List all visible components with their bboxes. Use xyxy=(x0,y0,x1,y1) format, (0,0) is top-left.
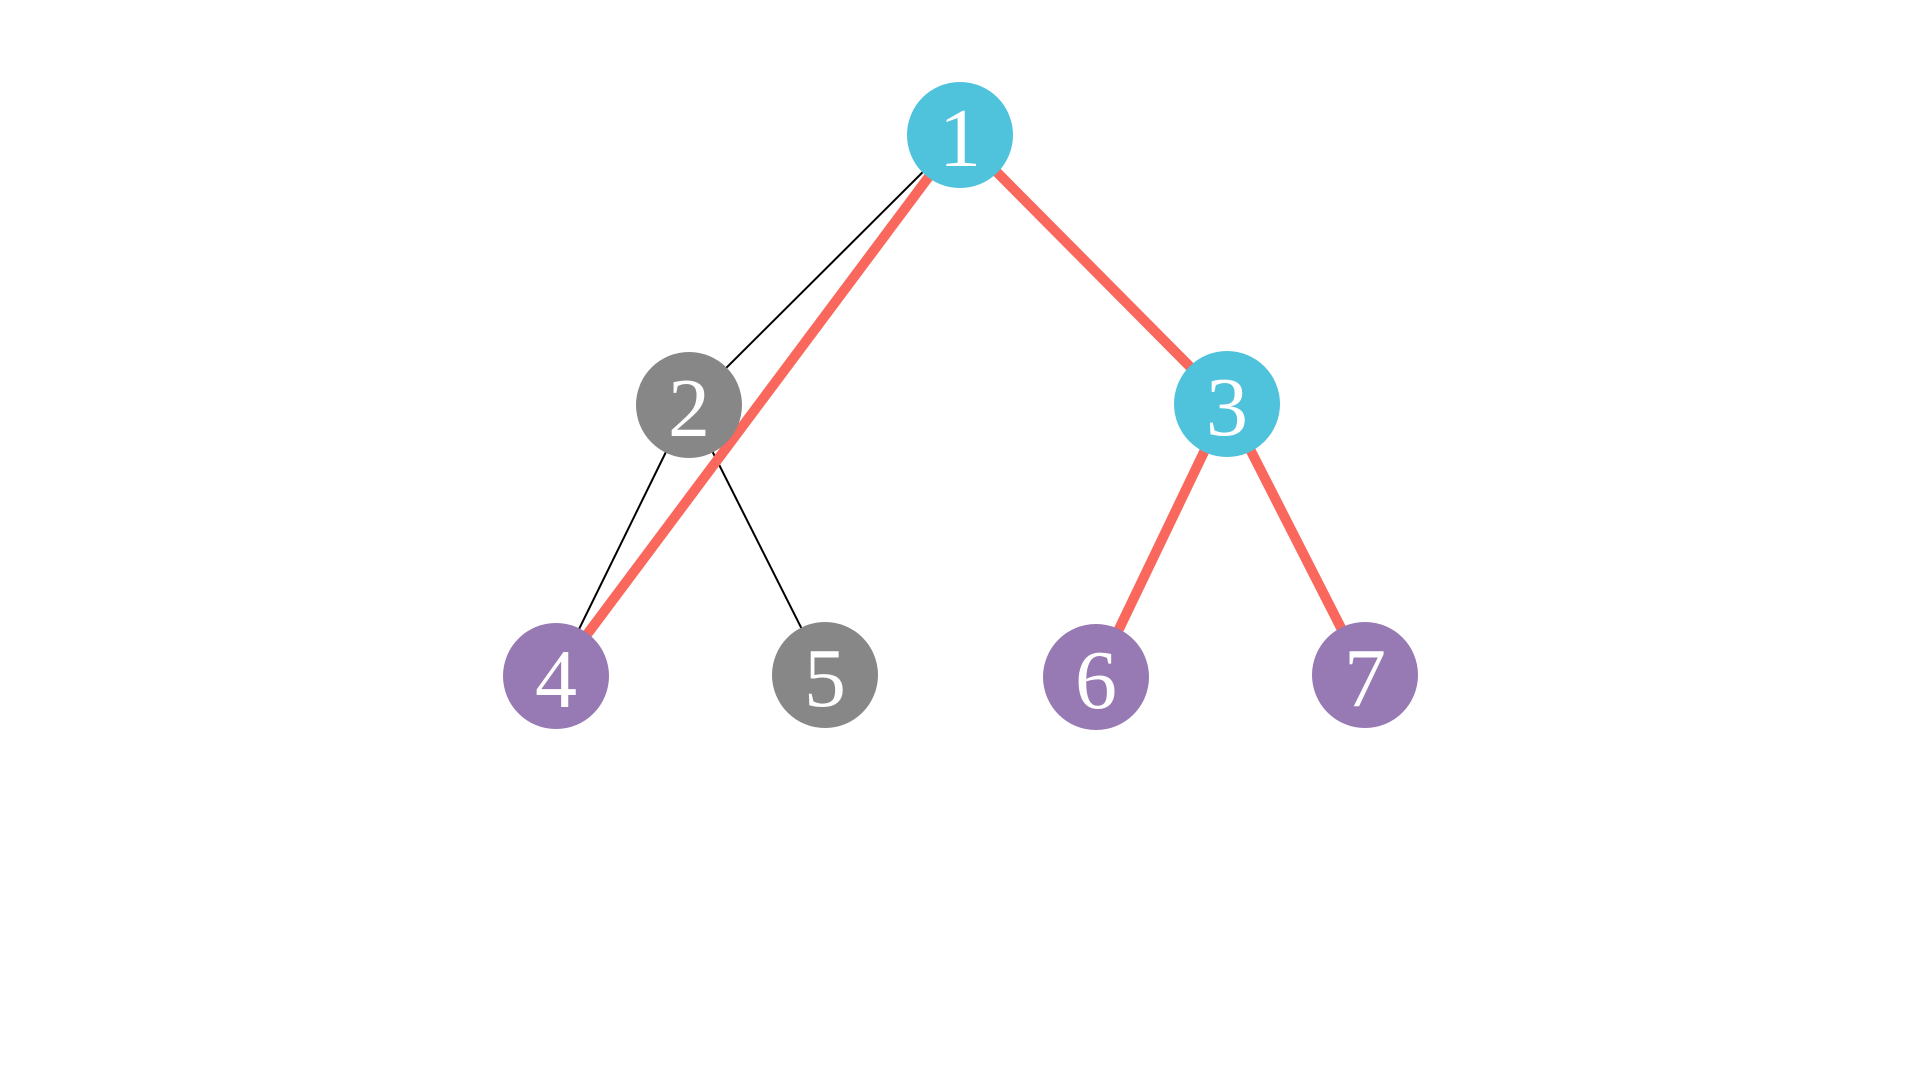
tree-node-2[interactable] xyxy=(636,352,742,458)
tree-node-7[interactable] xyxy=(1312,622,1418,728)
tree-node-3[interactable] xyxy=(1174,351,1280,457)
tree-node-6[interactable] xyxy=(1043,624,1149,730)
tree-node-1[interactable] xyxy=(907,82,1013,188)
edge-1-4-highlighted xyxy=(551,132,965,679)
edge-1-2 xyxy=(688,134,961,406)
edge-1-3-highlighted xyxy=(956,131,1231,408)
tree-node-4[interactable] xyxy=(503,623,609,729)
tree-node-5[interactable] xyxy=(772,622,878,728)
